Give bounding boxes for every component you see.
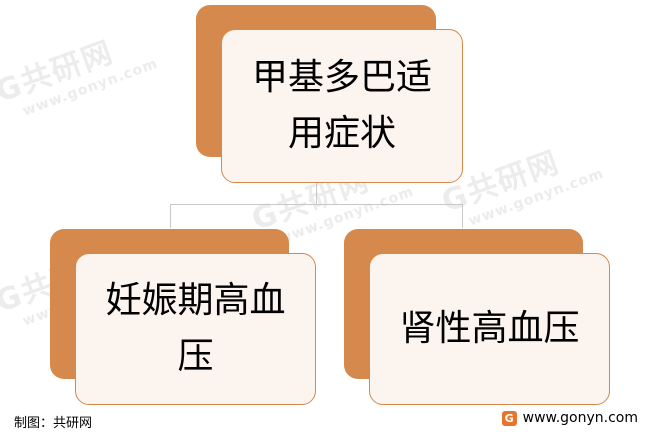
- source-credit: 制图：共研网: [14, 416, 93, 431]
- gonyn-logo-icon: G: [501, 410, 517, 426]
- connector-root-vertical: [316, 182, 317, 204]
- root-node-label: 甲基多巴适用症状: [251, 57, 432, 154]
- website-url: www.gonyn.com: [522, 410, 638, 426]
- connector-horizontal: [170, 204, 463, 205]
- child-node-label: 肾性高血压: [399, 308, 580, 349]
- root-node: 甲基多巴适用症状: [221, 29, 463, 183]
- child-node-gestational-hypertension: 妊娠期高血压: [75, 253, 316, 405]
- child-node-renal-hypertension: 肾性高血压: [369, 253, 610, 405]
- child-node-label: 妊娠期高血压: [105, 280, 286, 377]
- footer-website: G www.gonyn.com: [501, 410, 638, 426]
- connector-right-vertical: [462, 204, 463, 228]
- connector-left-vertical: [170, 204, 171, 228]
